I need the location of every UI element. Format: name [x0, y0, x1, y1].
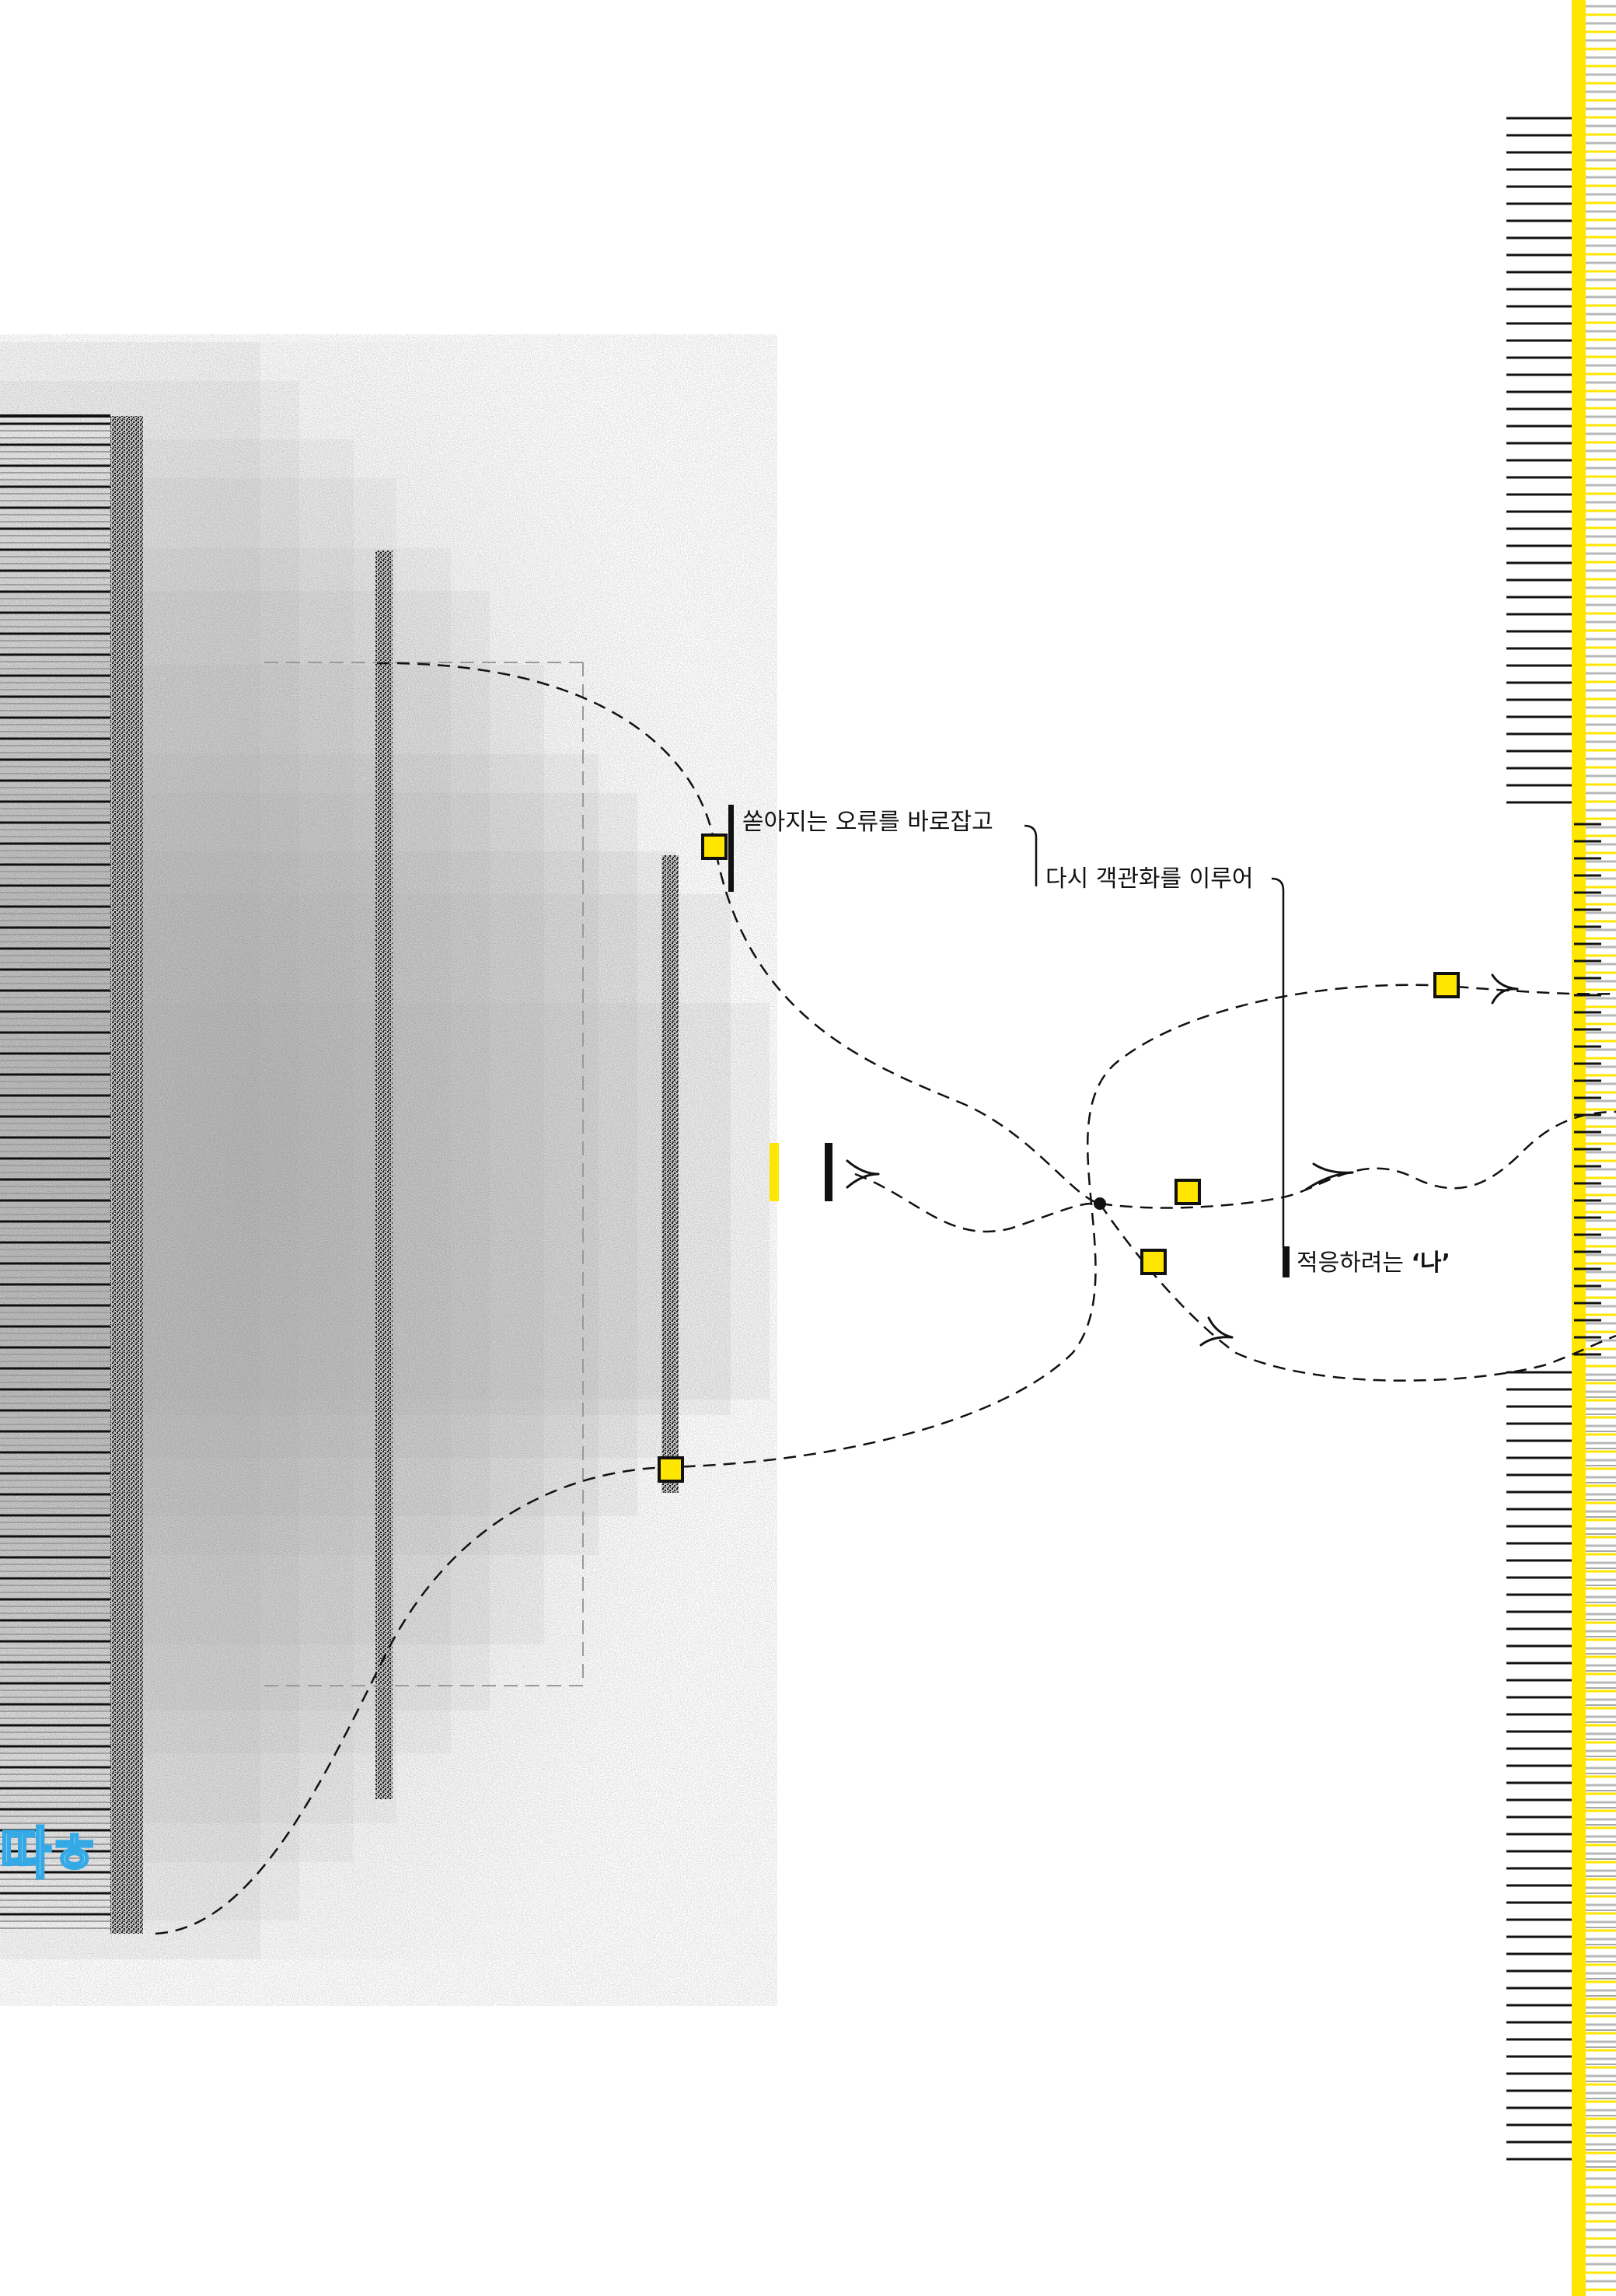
- chevron-marks: [846, 973, 1519, 1347]
- marker-bar-caption-1: [728, 805, 734, 892]
- node-square-4: [1140, 1249, 1167, 1275]
- caption-prefix: 적응하려는: [1297, 1249, 1412, 1277]
- caption-brackets: [1024, 824, 1285, 1248]
- yellow-marker-bar: [770, 1143, 779, 1201]
- caption-emphasis-na: ‘나’: [1411, 1249, 1450, 1277]
- node-square-5: [658, 1456, 684, 1483]
- node-square-1: [701, 833, 728, 860]
- caption-line-correct-errors: 쏟아지는 오류를 바로잡고: [742, 809, 993, 836]
- caption-line-objectify: 다시 객관화를 이루어: [1045, 865, 1254, 893]
- caption-line-adapting-self: 적응하려는 ‘나’: [1297, 1249, 1450, 1277]
- focal-point-dot: [1094, 1197, 1106, 1210]
- marker-bar-caption-3: [1283, 1246, 1290, 1277]
- dashed-frame: [264, 662, 584, 1686]
- yellow-nodes: [658, 833, 1460, 1483]
- right-stripe-block: [1506, 0, 1616, 2296]
- flow-curves: [155, 662, 1616, 1935]
- marker-bar-mid: [825, 1143, 832, 1201]
- node-square-3: [1174, 1179, 1201, 1205]
- node-square-2: [1433, 972, 1460, 998]
- grain-overlay: [0, 334, 777, 2006]
- brand-logo: 따ㅎ: [0, 1821, 101, 1886]
